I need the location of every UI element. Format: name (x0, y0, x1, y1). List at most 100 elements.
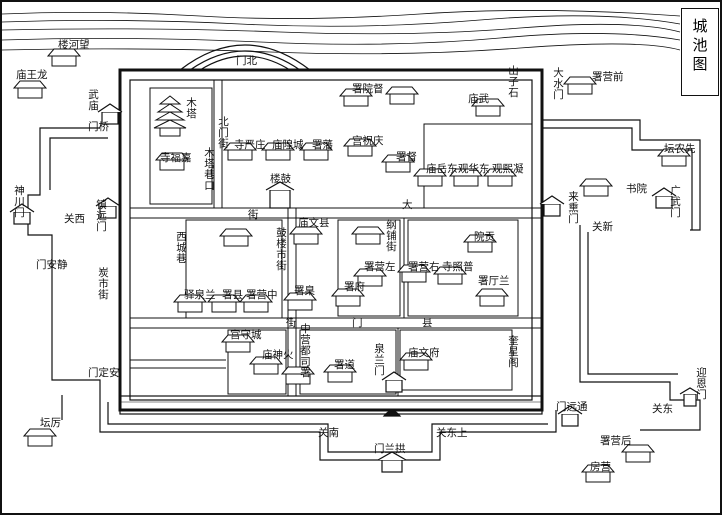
building-icon (462, 234, 498, 253)
building-icon (248, 356, 284, 375)
lbl-shuxian: 署县 (222, 289, 243, 301)
building-icon (154, 152, 190, 171)
building-icon (474, 288, 510, 307)
building-icon (398, 352, 434, 371)
building-icon (482, 168, 518, 187)
lbl-gangbu-st: 纲铺街 (386, 219, 397, 253)
lbl-anjing-gate: 门安静 (36, 259, 68, 271)
lbl-bridge-he-wang-lou: 楼河望 (58, 39, 90, 51)
lbl-xian: 县 (422, 317, 433, 329)
lbl-shu-du: 署督 (396, 151, 417, 163)
building-icon (288, 226, 324, 245)
lbl-shugao: 署臬 (294, 285, 315, 297)
lbl-men: 门 (352, 317, 363, 329)
lbl-guandong: 关东 (652, 403, 673, 415)
lbl-guanwu-gate: 广武门 (670, 185, 681, 219)
lbl-guandongshang: 关东上 (436, 427, 468, 439)
building-icon (280, 366, 316, 385)
building-icon (580, 464, 616, 483)
lbl-zhongying: 中营都司署 (300, 323, 311, 379)
building-icon (12, 80, 48, 99)
lbl-zhenyuan-gate: 镇远门 (96, 199, 107, 233)
building-icon (448, 168, 484, 187)
lbl-tinglan: 署厅兰 (478, 275, 510, 287)
map-title: 城池图 (681, 8, 719, 96)
building-icon (218, 228, 254, 247)
lbl-bridge-gate: 门桥 (88, 121, 109, 133)
lbl-jie: 街 (248, 209, 259, 221)
lbl-pagoda: 木塔 (186, 97, 197, 120)
lbl-shuyingzhong: 署营中 (246, 289, 278, 301)
building-icon (352, 268, 388, 287)
building-icon (238, 294, 274, 313)
lbl-guannan: 关南 (318, 427, 339, 439)
building-icon (220, 334, 256, 353)
building-icon (282, 292, 318, 311)
lbl-jie2: 街 (286, 317, 297, 329)
lbl-gongshuqing: 宫祝庆 (352, 135, 384, 147)
building-icon (330, 288, 366, 307)
building-icon (578, 178, 614, 197)
city-wall (118, 68, 544, 415)
lbl-siguo: 寺福嘉 (160, 152, 192, 164)
lbl-yiquanlan: 驿泉兰 (184, 289, 216, 301)
lbl-shuli: 署藩 (312, 139, 333, 151)
buildings (12, 48, 692, 483)
lbl-xicheng-alley: 西城巷 (176, 231, 187, 265)
lbl-chenghuang: 庙隍城 (272, 139, 304, 151)
lbl-gongbei: 门北 (236, 55, 257, 67)
gate-towers (9, 103, 701, 473)
building-icon (222, 142, 258, 161)
building-icon (620, 444, 656, 463)
lbl-duchayuan: 署院督 (352, 83, 384, 95)
lbl-laixun-gate: 来熏门 (568, 191, 579, 225)
lbl-wu-temple-w: 武庙 (88, 89, 99, 112)
lbl-kuixing: 奎星阁 (508, 335, 519, 369)
lbl-shuyingzuo: 署营左 (364, 261, 396, 273)
lbl-nongxian: 坛农先 (664, 143, 696, 155)
lbl-shuyinghou: 署营后 (600, 435, 632, 447)
building-icon (412, 168, 448, 187)
wooden-pagoda (153, 95, 187, 137)
building-icon (562, 76, 598, 95)
lbl-guanhuadong: 观华东 (458, 163, 490, 175)
lbl-fangying: 房营 (590, 461, 611, 473)
lbl-gongbei2: 门兰拱 (374, 443, 406, 455)
lbl-shudao: 署道 (334, 359, 355, 371)
lbl-dingan-gate: 门定安 (88, 367, 120, 379)
building-icon (384, 86, 420, 105)
building-icon (206, 294, 242, 313)
building-icon (396, 264, 432, 283)
building-icon (260, 142, 296, 161)
building-icon (350, 226, 386, 245)
lbl-guanxi-st: 关西 (64, 213, 85, 225)
building-icon (22, 428, 58, 447)
lbl-wenmiao-fu: 庙文府 (408, 347, 440, 359)
lbl-gongshoucheng: 宫守城 (230, 329, 262, 341)
building-icon (470, 98, 506, 117)
lbl-lougou: 楼鼓 (270, 173, 291, 185)
yellow-river (1, 10, 681, 55)
lbl-yuedong: 庙岳东 (426, 163, 458, 175)
building-icon (656, 148, 692, 167)
lbl-barracks-front: 署营前 (592, 71, 624, 83)
building-icon (380, 154, 416, 173)
outer-walls (27, 119, 701, 461)
building-icon (46, 48, 82, 67)
lbl-dashui-gate: 大水门 (553, 67, 564, 101)
lbl-gulou-st: 鼓楼市街 (276, 227, 287, 272)
lbl-longwang-temple: 庙王龙 (16, 69, 48, 81)
building-icon (432, 266, 468, 285)
lbl-north-gate: 北门街 (218, 116, 229, 150)
lbl-muta-alley: 木塔巷口 (204, 147, 215, 192)
lbl-huoshen: 庙神火 (262, 349, 294, 361)
building-icon (322, 364, 358, 383)
lbl-shuyuan: 书院 (626, 183, 647, 195)
lbl-guanxi: 观熙凝 (492, 163, 524, 175)
lbl-guanxin: 关新 (592, 221, 613, 233)
lbl-quan-gate: 泉兰门 (374, 343, 385, 377)
north-gate-arch (179, 44, 311, 71)
building-icon (342, 138, 378, 157)
lbl-tan-market: 炭市街 (98, 267, 109, 301)
